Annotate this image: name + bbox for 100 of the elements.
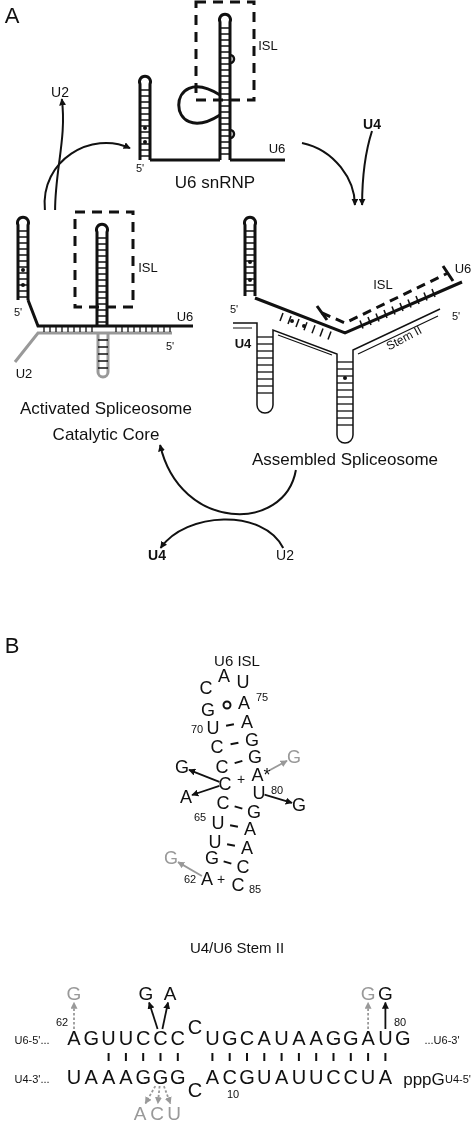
nucleotide-letter: A* bbox=[251, 766, 271, 784]
nucleotide-letter: A bbox=[67, 1028, 81, 1048]
end-label: 5' bbox=[165, 340, 175, 352]
strand-end-label: ...U6-3' bbox=[424, 1034, 460, 1046]
region-label: ISL bbox=[138, 260, 158, 274]
nucleotide-letter: U bbox=[208, 833, 222, 851]
region-label: ISL bbox=[373, 277, 393, 291]
end-label: 5' bbox=[135, 162, 145, 174]
strand-label: U6 bbox=[268, 141, 286, 155]
nucleotide-run: UGCAUAAGG bbox=[204, 1028, 360, 1048]
nucleotide-letter: A bbox=[241, 713, 253, 731]
strand-end-label: U4-5' bbox=[445, 1073, 471, 1085]
state-caption: Assembled Spliceosome bbox=[250, 449, 440, 472]
panel-letter: B bbox=[4, 635, 20, 657]
nucleotide-letter: G bbox=[287, 748, 301, 766]
nucleotide-letter: U bbox=[206, 719, 220, 737]
nucleotide-letter: U bbox=[236, 673, 250, 691]
nucleotide-letter: G bbox=[175, 758, 189, 776]
position-number: 65 bbox=[193, 811, 207, 823]
panel-title: U6 ISL bbox=[214, 652, 260, 668]
nucleotide-letter: G bbox=[248, 748, 262, 766]
position-number: 70 bbox=[190, 723, 204, 735]
arrow bbox=[381, 1001, 389, 1030]
snrna-label: U4 bbox=[148, 548, 166, 562]
nucleotide-letter: C bbox=[231, 876, 245, 894]
nucleotide-letter: C bbox=[216, 794, 230, 812]
arrow bbox=[301, 141, 358, 206]
panel-title: U4/U6 Stem II bbox=[189, 939, 285, 955]
position-number: 80 bbox=[393, 1016, 407, 1028]
end-label: 5' bbox=[451, 310, 461, 322]
nucleotide-letter: G bbox=[152, 1067, 169, 1087]
strand-label: U6 bbox=[454, 261, 472, 275]
state-caption: Activated Spliceosome Catalytic Core bbox=[19, 397, 193, 445]
nucleotide-letter: G bbox=[247, 803, 261, 821]
strand-label: U2 bbox=[15, 366, 33, 380]
strand-label: U6 bbox=[176, 309, 194, 323]
nucleotide-letter: G bbox=[394, 1028, 411, 1048]
arrow bbox=[177, 861, 203, 877]
nucleotide-letter: U bbox=[252, 784, 266, 802]
arrow bbox=[188, 768, 221, 783]
region-label: ISL bbox=[258, 38, 278, 52]
arrow bbox=[159, 518, 285, 549]
arrow bbox=[364, 1001, 372, 1030]
nucleotide-letter: G bbox=[378, 983, 393, 1003]
state-caption: U6 snRNP bbox=[173, 172, 257, 195]
nucleotide-letter: G bbox=[292, 796, 306, 814]
strand-end-label: U4-3'... bbox=[14, 1073, 50, 1085]
arrow bbox=[158, 444, 297, 515]
snrna-label: U2 bbox=[51, 85, 69, 99]
nucleotide-run: pppG bbox=[403, 1070, 445, 1088]
pair-symbol: + bbox=[236, 772, 246, 786]
position-number: 80 bbox=[270, 784, 284, 796]
nucleotide-letter: U bbox=[378, 1028, 393, 1048]
arrow bbox=[70, 1001, 78, 1030]
nucleotide-letter: G bbox=[360, 983, 376, 1003]
position-number: 62 bbox=[55, 1016, 69, 1028]
nucleotide-letter: U bbox=[167, 1103, 181, 1122]
nucleotide-run: GUUC bbox=[82, 1028, 152, 1048]
arrow bbox=[358, 130, 373, 206]
arrow bbox=[161, 1001, 171, 1030]
arrow bbox=[43, 142, 131, 211]
snrna-label: U4 bbox=[363, 117, 381, 131]
panel-letter: A bbox=[4, 5, 20, 27]
nucleotide-letter: A bbox=[133, 1103, 147, 1122]
nucleotide-letter: C bbox=[218, 775, 232, 793]
position-number: 75 bbox=[255, 691, 269, 703]
arrow bbox=[144, 1085, 157, 1105]
nucleotide-letter: A bbox=[218, 667, 230, 685]
nucleotide-letter: G bbox=[170, 1067, 186, 1087]
position-number: 85 bbox=[248, 883, 262, 895]
arrow bbox=[263, 793, 293, 805]
nucleotide-run: ACGUAUUCCUA bbox=[204, 1067, 394, 1087]
nucleotide-letter: A bbox=[244, 820, 256, 838]
arrow bbox=[191, 785, 221, 797]
arrow bbox=[268, 759, 288, 772]
nucleotide-letter: G bbox=[201, 701, 215, 719]
position-number: 62 bbox=[183, 873, 197, 885]
nucleotide-letter: G bbox=[66, 983, 82, 1003]
end-label: 5' bbox=[229, 303, 239, 315]
region-label: Stem II bbox=[384, 323, 424, 353]
nucleotide-letter: G bbox=[164, 849, 178, 867]
nucleotide-run: UAAAG bbox=[65, 1067, 152, 1087]
position-number: 10 bbox=[226, 1088, 240, 1100]
nucleotide-letter: C bbox=[215, 758, 229, 776]
nucleotide-letter: C bbox=[236, 858, 250, 876]
nucleotide-letter: G bbox=[138, 983, 154, 1003]
nucleotide-letter: A bbox=[361, 1028, 375, 1048]
nucleotide-letter: C bbox=[187, 1080, 203, 1100]
nucleotide-letter: C bbox=[170, 1028, 185, 1048]
nucleotide-letter: A bbox=[163, 983, 177, 1003]
nucleotide-letter: C bbox=[199, 679, 213, 697]
nucleotide-letter: C bbox=[150, 1103, 164, 1122]
snrna-label: U2 bbox=[276, 548, 294, 562]
strand-end-label: U6-5'... bbox=[14, 1034, 50, 1046]
arrow bbox=[54, 98, 66, 211]
nucleotide-letter: A bbox=[238, 694, 250, 712]
pair-symbol: + bbox=[216, 872, 226, 886]
strand-label: U4 bbox=[234, 336, 252, 350]
arrow bbox=[147, 1001, 159, 1030]
nucleotide-letter: G bbox=[245, 731, 259, 749]
